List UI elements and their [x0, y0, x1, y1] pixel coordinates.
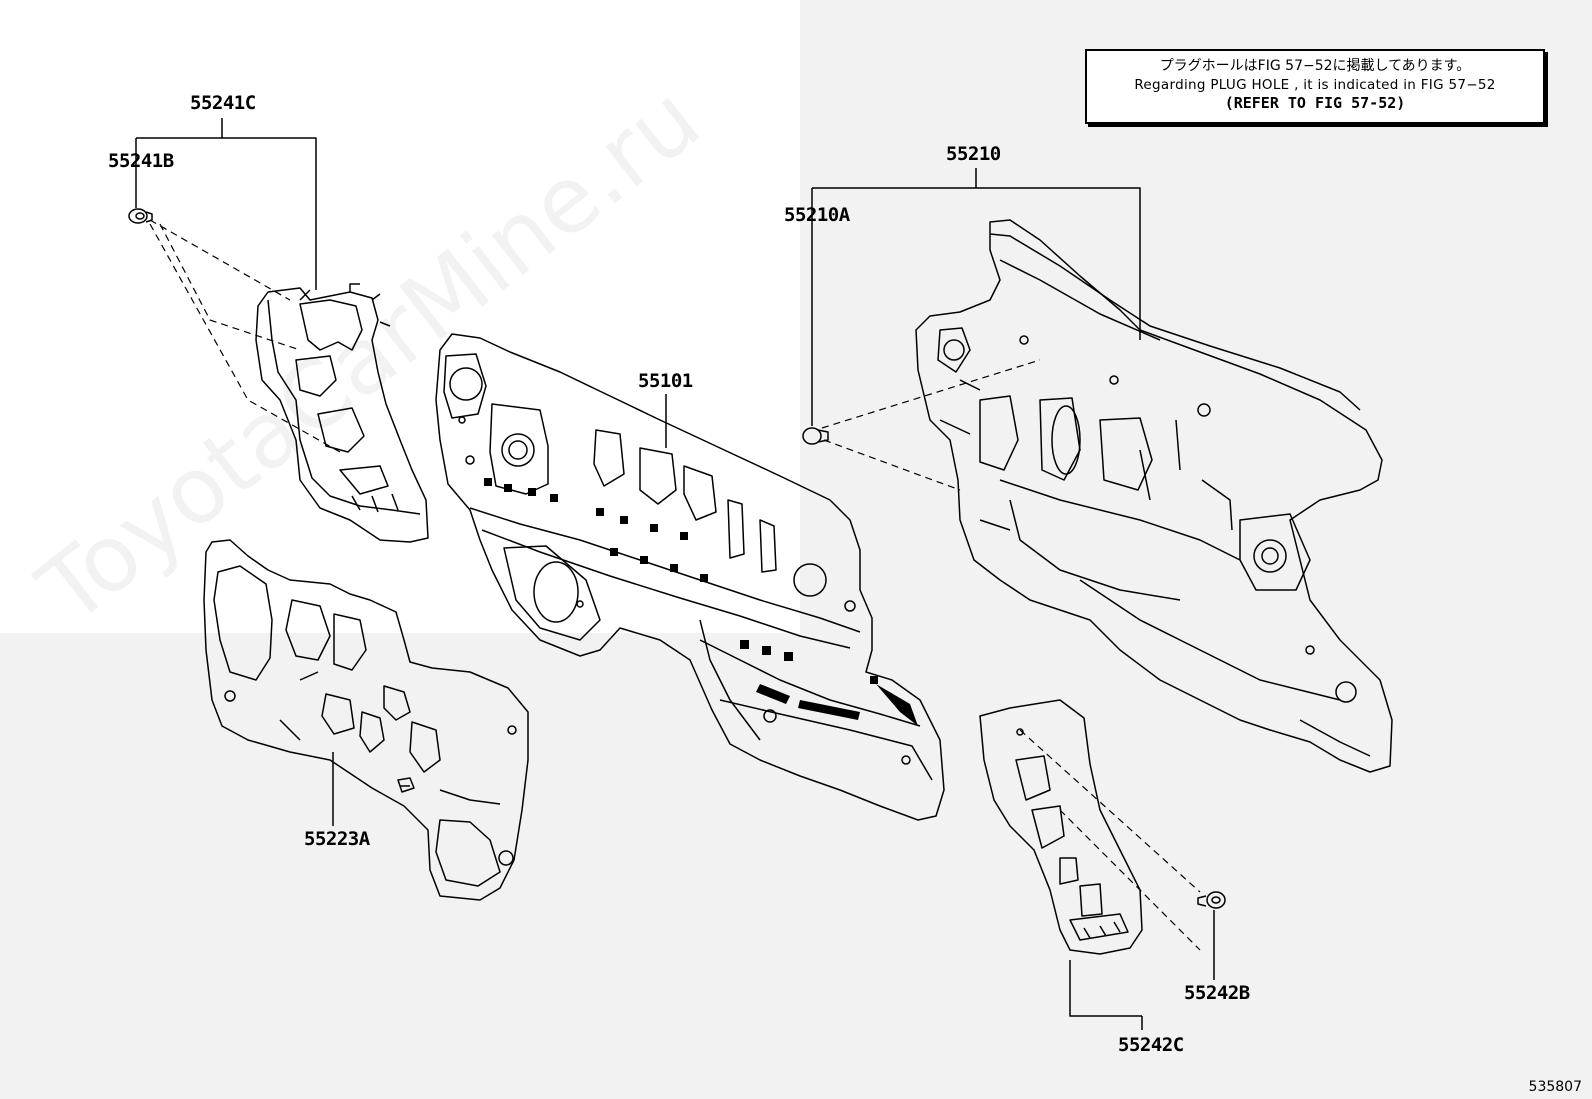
leader-55210: [811, 168, 1141, 426]
part-label-55242B[interactable]: 55242B: [1184, 982, 1250, 1004]
part-label-55241C[interactable]: 55241C: [190, 92, 256, 114]
part-label-55210[interactable]: 55210: [946, 143, 1001, 165]
part-label-55210A[interactable]: 55210A: [784, 204, 850, 226]
dash-lines-55242B: [1019, 729, 1201, 951]
part-55101-marks: [484, 478, 918, 726]
part-55242C: [979, 699, 1143, 955]
clip-55241B: [128, 208, 153, 224]
note-line-jp: プラグホールはFIG 57−52に掲載してあります。: [1159, 58, 1471, 74]
clip-55210A: [802, 427, 829, 445]
reference-note: プラグホールはFIG 57−52に掲載してあります。 Regarding PLU…: [1085, 49, 1545, 124]
leader-55241C: [135, 118, 317, 290]
note-line-ref[interactable]: (REFER TO FIG 57-52): [1224, 94, 1406, 112]
part-55223A: [203, 539, 529, 901]
diagram-id: 535807: [1528, 1079, 1582, 1095]
part-label-55242C[interactable]: 55242C: [1118, 1034, 1184, 1056]
part-label-55101[interactable]: 55101: [638, 370, 693, 392]
dash-lines-55210A: [821, 359, 1041, 491]
dash-lines-55241B: [149, 219, 341, 453]
part-label-55223A[interactable]: 55223A: [304, 828, 370, 850]
part-55210: [915, 219, 1393, 773]
leader-55242: [1069, 910, 1215, 1030]
note-line-en: Regarding PLUG HOLE , it is indicated in…: [1134, 77, 1496, 93]
clip-55242B: [1197, 891, 1226, 909]
part-55101: [435, 333, 945, 821]
background-grey-right: [800, 0, 1592, 1099]
part-55241C: [255, 283, 429, 543]
part-label-55241B[interactable]: 55241B: [108, 150, 174, 172]
background-grey-bottom: [0, 633, 800, 1099]
